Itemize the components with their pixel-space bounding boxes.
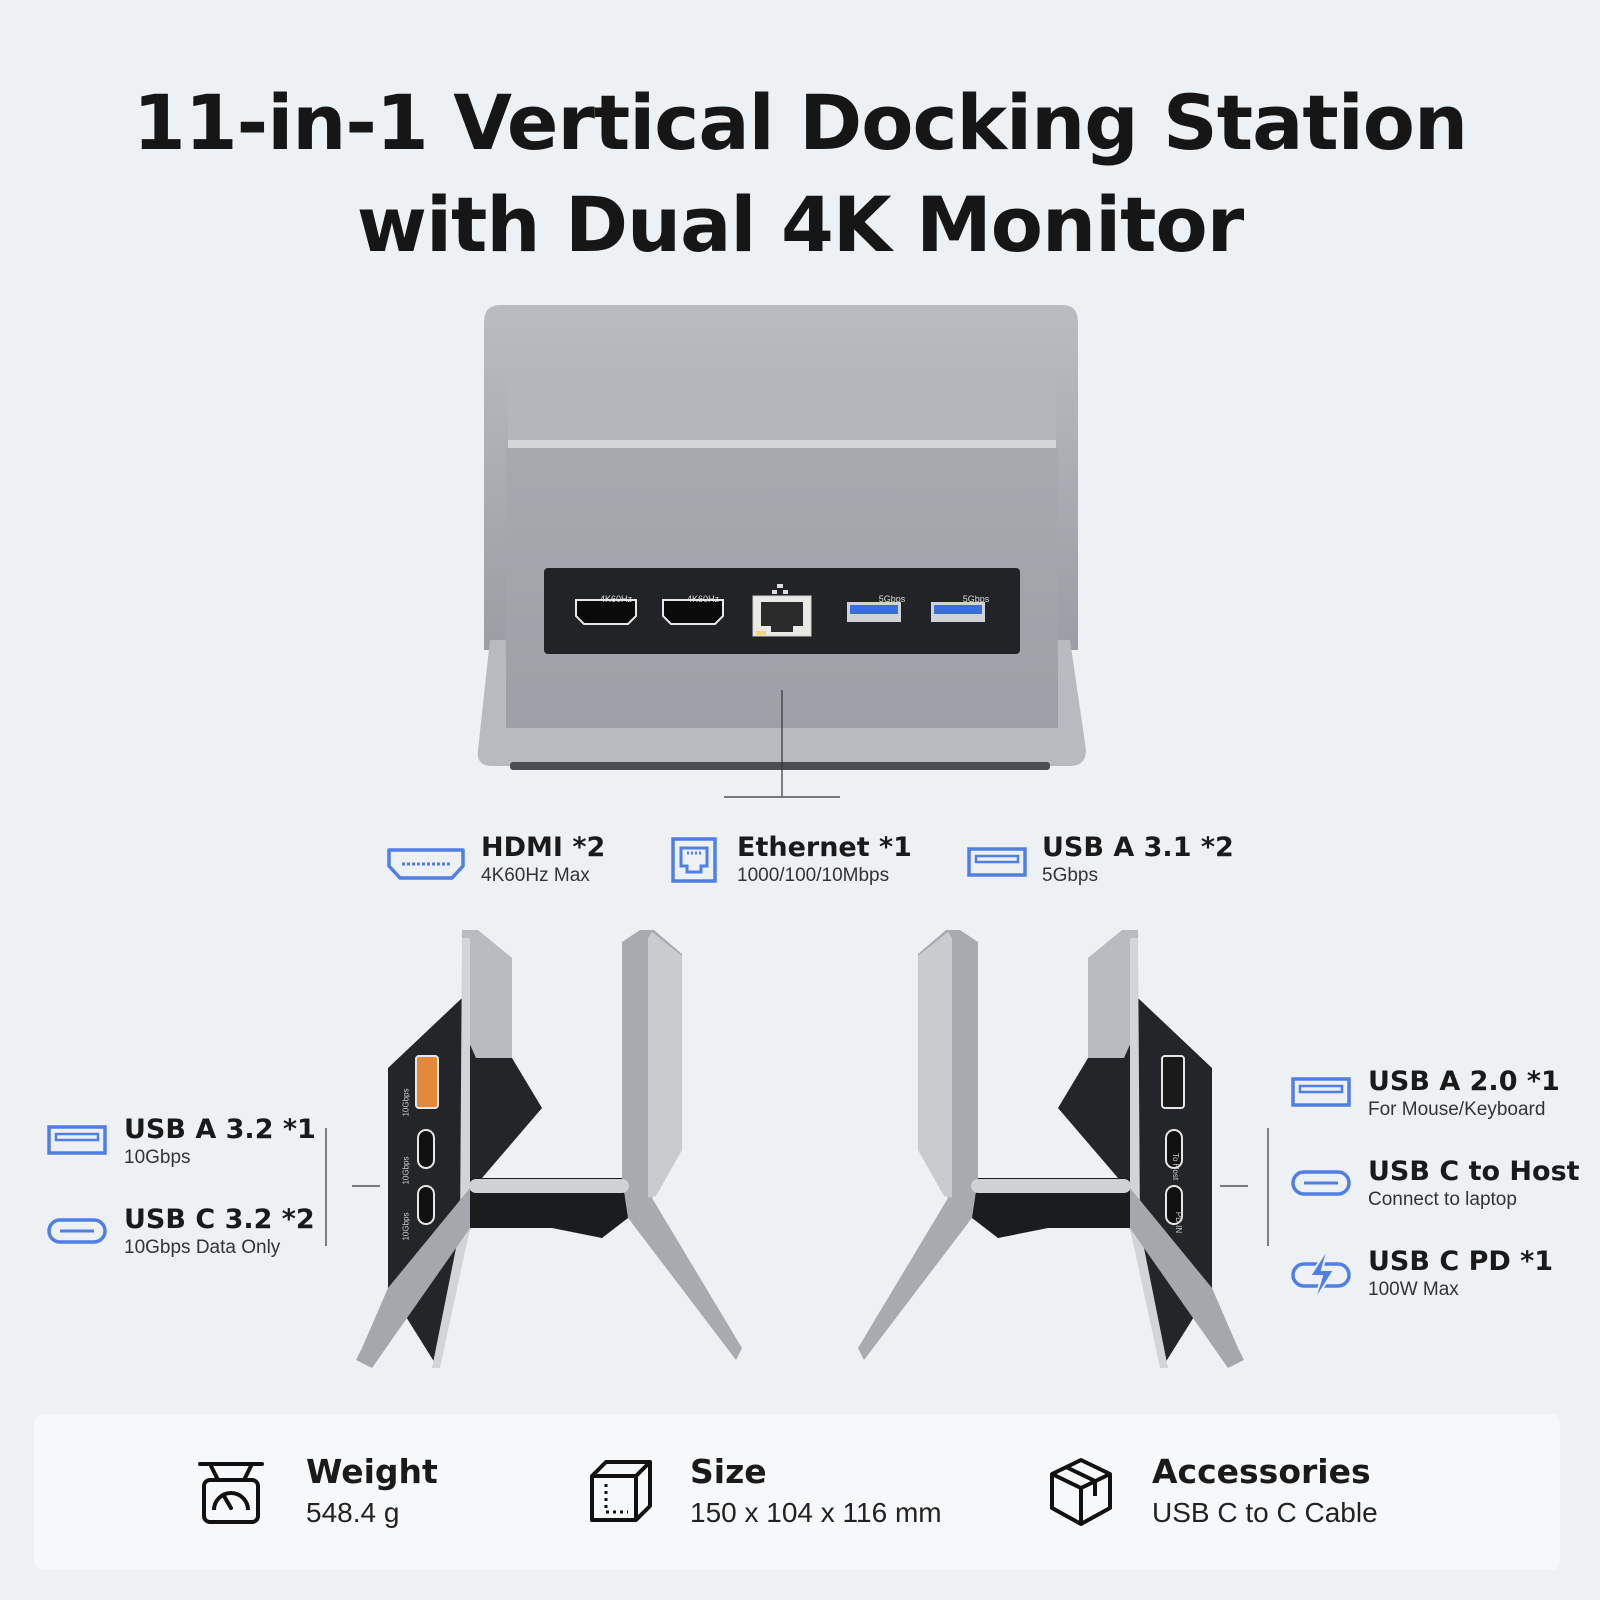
box-icon: [1048, 1456, 1114, 1528]
hdmi-1-tag: 4K60Hz: [599, 594, 633, 604]
usb-c-host-label-sub: Connect to laptop: [1368, 1189, 1517, 1210]
left-bracket: [325, 1128, 327, 1246]
accessories-value: USB C to C Cable: [1152, 1497, 1378, 1528]
usb-c-pd-icon: [1290, 1246, 1352, 1304]
ethernet-label-sub: 1000/100/10Mbps: [737, 865, 890, 886]
ethernet-label-title: Ethernet *1: [737, 832, 912, 863]
hdmi-icon: [386, 846, 466, 882]
usb-a-32-label-sub: 10Gbps: [124, 1147, 191, 1168]
usb-c-32-label-sub: 10Gbps Data Only: [124, 1237, 281, 1258]
cube-icon: [588, 1458, 654, 1524]
usb-c-pd-label-sub: 100W Max: [1368, 1279, 1459, 1300]
dock-left-side-image: [352, 930, 742, 1368]
left-tag-1: 10Gbps: [401, 1088, 411, 1117]
usb-a-icon-right: [1290, 1076, 1352, 1108]
usb-c-32-label-title: USB C 3.2 *2: [124, 1204, 315, 1235]
usb-c-host-label-title: USB C to Host: [1368, 1156, 1580, 1187]
accessories-title: Accessories: [1152, 1452, 1371, 1491]
usb-a-31-label-title: USB A 3.1 *2: [1042, 832, 1234, 863]
title-line-1: 11-in-1 Vertical Docking Station: [132, 78, 1468, 167]
usb-a-32-label-title: USB A 3.2 *1: [124, 1114, 316, 1145]
specs-bar: [34, 1414, 1560, 1570]
left-tag-3: 10Gbps: [401, 1212, 411, 1241]
left-tag-2: 10Gbps: [401, 1156, 411, 1185]
title-line-2: with Dual 4K Monitor: [356, 180, 1244, 269]
right-tag-pd-in: PD IN: [1174, 1211, 1184, 1234]
page-title: 11-in-1 Vertical Docking Station with Du…: [0, 72, 1600, 276]
size-title: Size: [690, 1452, 767, 1491]
usb-a-2-tag: 5Gbps: [962, 594, 990, 604]
dock-front-image: [477, 305, 1086, 798]
usb-a-20-label-title: USB A 2.0 *1: [1368, 1066, 1560, 1097]
size-value: 150 x 104 x 116 mm: [690, 1497, 942, 1528]
weight-title: Weight: [306, 1452, 438, 1491]
ethernet-icon: [670, 836, 718, 884]
right-tag-to-host: To Host: [1171, 1152, 1181, 1181]
usb-a-20-label-sub: For Mouse/Keyboard: [1368, 1099, 1546, 1120]
hdmi-2-tag: 4K60Hz: [686, 594, 720, 604]
hdmi-label-title: HDMI *2: [481, 832, 606, 863]
usb-a-31-label-sub: 5Gbps: [1042, 865, 1098, 886]
weight-value: 548.4 g: [306, 1497, 400, 1528]
hdmi-label-sub: 4K60Hz Max: [481, 865, 590, 886]
dock-right-side-image: [858, 930, 1248, 1368]
right-bracket: [1267, 1128, 1269, 1246]
usb-a-1-tag: 5Gbps: [878, 594, 906, 604]
usb-c-icon-right: [1290, 1168, 1352, 1198]
scale-icon: [196, 1458, 266, 1528]
usb-a-icon: [966, 846, 1028, 878]
usb-c-icon-left: [46, 1216, 108, 1246]
usb-a-icon-left: [46, 1124, 108, 1156]
usb-c-pd-label-title: USB C PD *1: [1368, 1246, 1554, 1277]
